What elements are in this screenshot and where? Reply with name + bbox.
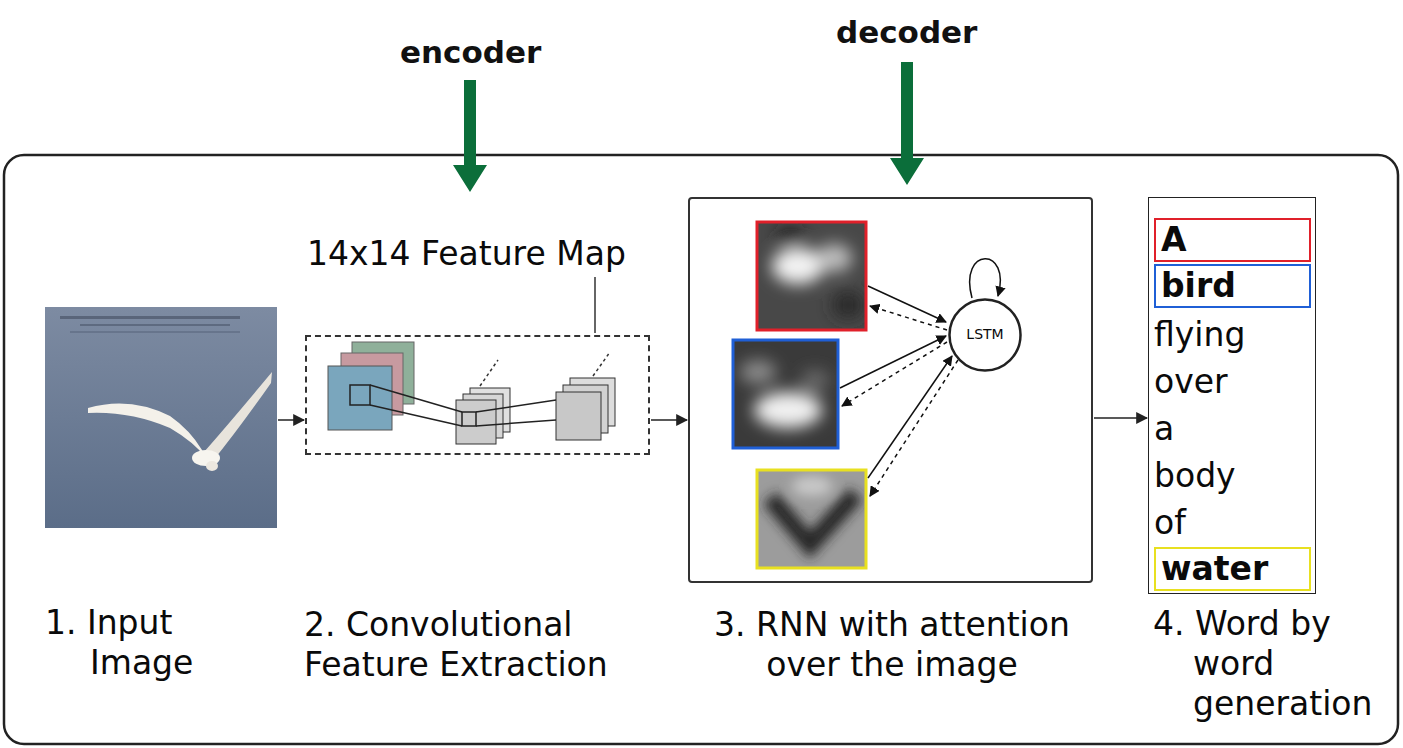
caption-word: body: [1154, 452, 1236, 499]
attention-map: [757, 470, 866, 568]
stage-label: encoder: [400, 32, 541, 72]
step-caption: 4. Word by word generation: [1153, 604, 1388, 724]
stage-label: decoder: [836, 12, 977, 52]
flow-arrow: [278, 419, 304, 421]
feature-box: 14x14 Feature Map2. Convolutional Featur…: [305, 335, 650, 455]
step-caption: 2. Convolutional Feature Extraction: [304, 605, 664, 685]
attended-word: bird: [1161, 268, 1236, 304]
decoder-arrow: [890, 62, 924, 185]
decoder-box: 3. RNN with attention over the imageLSTM: [688, 197, 1093, 583]
caption-word: of: [1154, 499, 1186, 546]
flow-arrow: [1094, 417, 1147, 419]
step-caption: 3. RNN with attention over the image: [682, 605, 1102, 685]
attention-arrows: [840, 259, 1000, 496]
caption-word: flying: [1154, 311, 1245, 358]
word-box: flyingoverabodyof4. Word by word generat…: [1148, 197, 1316, 594]
lstm-circle-shape: [949, 299, 1020, 370]
flow-arrow: [651, 419, 687, 421]
input-image: 1. Input Image: [45, 307, 277, 528]
word-highlight: bird: [1154, 264, 1311, 308]
word-highlight: water: [1154, 547, 1311, 591]
encoder-arrow: [453, 80, 487, 192]
lstm-label: LSTM: [966, 327, 1003, 342]
caption-word: over: [1154, 358, 1228, 405]
word-highlight: A: [1154, 218, 1311, 262]
step-caption: 1. Input Image: [45, 603, 240, 683]
input-photo: [45, 307, 277, 528]
lstm-circle: LSTM: [948, 298, 1022, 372]
attention-map: [757, 222, 866, 330]
attended-word: water: [1161, 551, 1268, 587]
attended-word: A: [1161, 222, 1187, 258]
caption-word: a: [1154, 405, 1174, 452]
attention-map: [733, 340, 838, 448]
cnn-illustration: [328, 342, 615, 444]
leader-line: [594, 277, 596, 333]
outer-frame: [4, 155, 1398, 744]
feature-map-title: 14x14 Feature Map: [307, 234, 626, 274]
